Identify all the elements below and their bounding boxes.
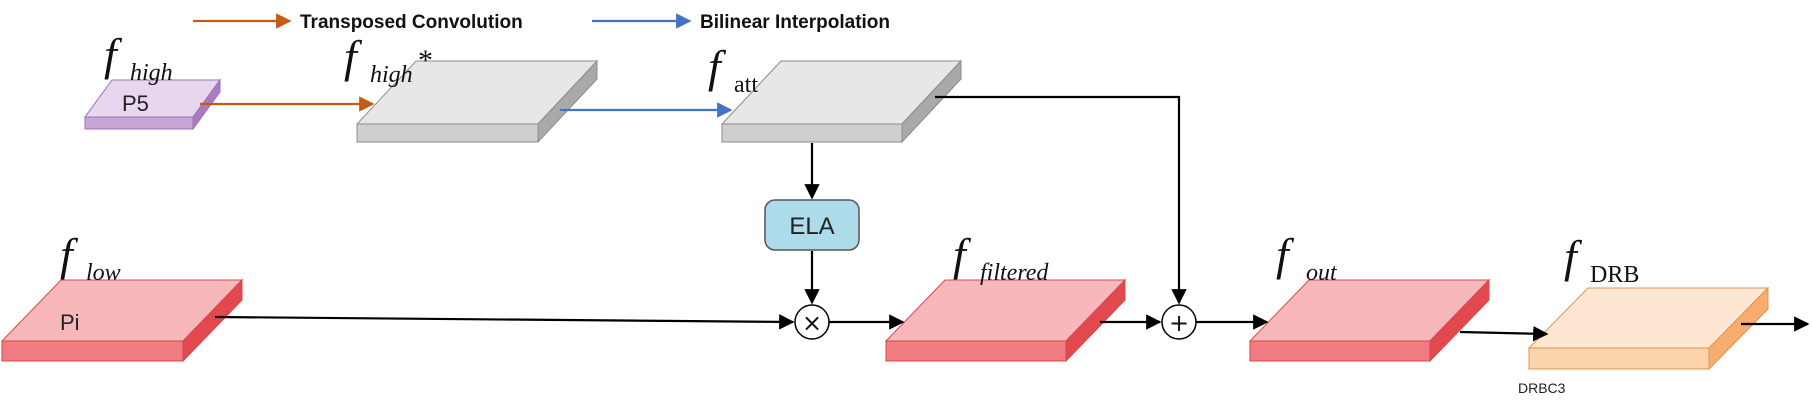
symbol-f-high-star: f high * [344, 31, 433, 88]
symbol-f-out-sub: out [1306, 260, 1338, 286]
ela-label: ELA [789, 213, 834, 240]
symbol-f-high-star-sub: high [370, 62, 413, 88]
symbol-f-filtered: f filtered [953, 229, 1049, 286]
drb-block: DRBC3 [1518, 286, 1770, 396]
add-operator: + [1161, 304, 1197, 340]
symbol-f-high: f high [104, 29, 173, 86]
symbol-f-att: f att [708, 41, 758, 98]
f-att-block [720, 59, 963, 144]
f-high-star-block [355, 59, 599, 144]
symbol-f-out-base: f [1276, 229, 1295, 280]
f-high-star-block-front [356, 123, 539, 143]
f-out-block-side [1429, 278, 1490, 363]
symbol-f-out: f out [1276, 229, 1338, 286]
drb-label: DRBC3 [1518, 380, 1566, 396]
f-out-block-front [1249, 340, 1431, 362]
symbol-f-filtered-sub: filtered [980, 260, 1049, 286]
connectors [200, 95, 1810, 342]
multiply-operator: × [794, 304, 830, 340]
f-high-star-block-side [537, 59, 598, 144]
symbol-f-high-star-sup: * [418, 44, 433, 77]
add-symbol: + [1169, 309, 1189, 337]
f-out-block [1248, 278, 1491, 363]
pi-label: Pi [60, 310, 80, 335]
symbol-f-low-sub: low [86, 260, 121, 286]
pi-block-side [182, 278, 243, 363]
pi-block: Pi [0, 278, 244, 363]
symbol-f-low: f low [60, 229, 121, 286]
symbol-f-drb: f DRB [1564, 231, 1639, 288]
fout-to-drb-arrow [1459, 325, 1549, 342]
f-att-block-side [901, 59, 962, 144]
symbol-f-low-base: f [60, 229, 79, 280]
symbol-f-att-sub: att [734, 72, 758, 98]
f-att-block-front [721, 123, 903, 143]
p5-label: P5 [122, 91, 149, 116]
f-filtered-block [884, 278, 1127, 363]
symbol-f-high-sub: high [130, 60, 173, 86]
symbol-f-drb-sub: DRB [1590, 262, 1639, 288]
symbol-f-filtered-base: f [953, 229, 972, 280]
f-filtered-block-front [885, 340, 1067, 362]
drb-block-side [1708, 286, 1769, 371]
legend-transposed-label: Transposed Convolution [300, 12, 523, 33]
fatt-to-add-arrow [935, 95, 1187, 305]
legend-bilinear-label: Bilinear Interpolation [700, 12, 890, 33]
drb-block-front [1528, 347, 1710, 370]
f-filtered-block-side [1065, 278, 1126, 363]
ela-box [764, 199, 860, 251]
p5-block-front [84, 116, 194, 130]
symbol-f-high-star-base: f [344, 31, 363, 82]
pi-block-front [1, 340, 184, 362]
legend: Transposed Convolution Bilinear Interpol… [193, 12, 890, 33]
symbol-f-high-base: f [104, 29, 123, 80]
p5-block: P5 [84, 78, 221, 131]
multiply-symbol: × [802, 309, 822, 337]
symbol-f-att-base: f [708, 41, 727, 92]
symbol-f-drb-base: f [1564, 231, 1583, 282]
pi-to-multiply-arrow [214, 314, 795, 330]
ela-module: ELA [764, 199, 860, 251]
